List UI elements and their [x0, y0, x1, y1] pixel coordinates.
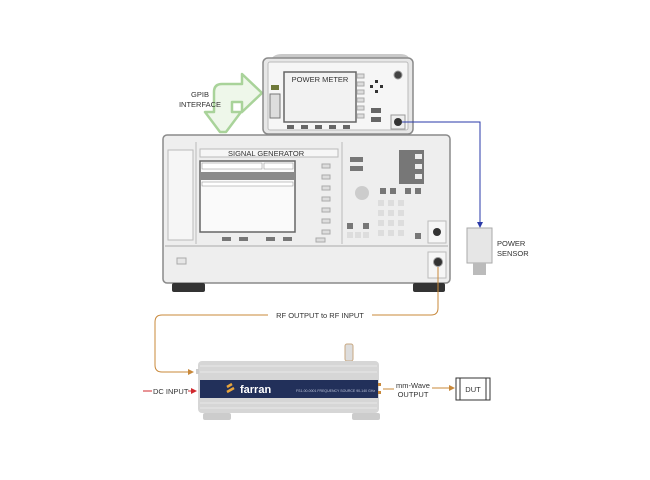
dut-box	[455, 377, 491, 401]
dut-label: DUT	[465, 385, 481, 394]
model-label: FS1-00-0001 FREQUENCY SOURCE 90-140 GHz	[296, 389, 375, 393]
power-meter-title: POWER METER	[292, 75, 349, 84]
power-sensor-label-line1: POWER	[497, 239, 526, 248]
signal-generator-title: SIGNAL GENERATOR	[228, 149, 305, 158]
rf-link-label: RF OUTPUT to RF INPUT	[276, 311, 364, 320]
power-sensor-label-line2: SENSOR	[497, 249, 529, 258]
brand-name: farran	[240, 384, 271, 396]
power-sensor	[466, 227, 493, 275]
gpib-label-line1: GPIB	[191, 90, 209, 99]
mmwave-label-line2: OUTPUT	[398, 390, 429, 399]
rf-cable	[154, 267, 439, 373]
dc-input-label: DC INPUT	[153, 387, 189, 396]
power-meter-sensor-port	[394, 118, 402, 126]
signal-generator: SIGNAL GENERATOR	[162, 134, 451, 292]
farran-logo-icon	[226, 382, 235, 394]
gpib-label-line2: INTERFACE	[179, 100, 221, 109]
frequency-source: farran FS1-00-0001 FREQUENCY SOURCE 90-1…	[196, 343, 381, 420]
gpib-arrow-icon	[203, 72, 264, 134]
sensor-cable	[402, 121, 481, 224]
mmwave-label-line1: mm-Wave	[396, 381, 430, 390]
power-meter: POWER METER	[262, 54, 414, 135]
